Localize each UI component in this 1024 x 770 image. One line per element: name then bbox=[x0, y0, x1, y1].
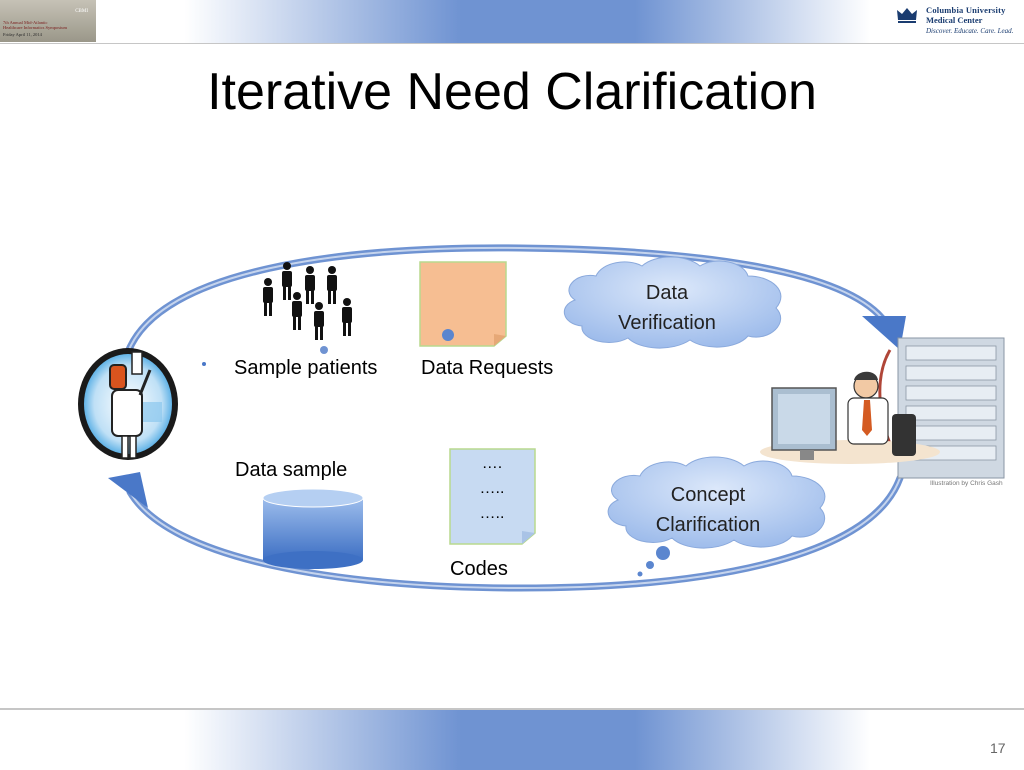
data-requests-label: Data Requests bbox=[421, 357, 554, 379]
codes-note-line2: ….. bbox=[479, 480, 505, 497]
codes-label: Codes bbox=[450, 558, 508, 580]
concept-clarification-text: Concept Clarification bbox=[628, 480, 788, 540]
illustration-credit: Illustration by Chris Gash bbox=[930, 480, 1003, 487]
data-verification-cloud bbox=[563, 256, 782, 349]
crown-icon bbox=[897, 8, 917, 23]
concept-clarification-cloud bbox=[607, 456, 826, 577]
scientist-illustration bbox=[78, 348, 178, 460]
data-sample-label: Data sample bbox=[235, 459, 348, 481]
columbia-tagline: Discover. Educate. Care. Lead. bbox=[926, 27, 1014, 35]
data-verification-line2: Verification bbox=[618, 312, 716, 334]
symposium-org: CBMI bbox=[75, 9, 88, 14]
data-requests-note bbox=[419, 261, 507, 347]
bullet-dot bbox=[202, 362, 206, 366]
data-sample-cylinder bbox=[262, 488, 364, 569]
columbia-name-line1: Columbia University bbox=[926, 5, 1006, 15]
codes-note bbox=[449, 448, 536, 545]
columbia-name-line2: Medical Center bbox=[926, 15, 983, 25]
data-verification-text: Data Verification bbox=[592, 278, 742, 338]
concept-clarification-line2: Clarification bbox=[655, 514, 761, 536]
columbia-logo: Columbia University Medical Center Disco… bbox=[892, 2, 1022, 38]
header-band bbox=[0, 0, 1024, 44]
sample-patients-label: Sample patients bbox=[234, 357, 378, 379]
symposium-date: Friday April 11, 2014 bbox=[3, 32, 42, 37]
data-verification-line1: Data bbox=[645, 282, 689, 304]
concept-clarification-line1: Concept bbox=[670, 484, 746, 506]
page-number: 17 bbox=[990, 740, 1006, 756]
codes-note-text: …. ….. ….. bbox=[455, 451, 529, 526]
slide-title: Iterative Need Clarification bbox=[207, 63, 817, 121]
analyst-illustration bbox=[760, 337, 1005, 479]
people-dot bbox=[320, 346, 328, 354]
codes-note-line3: ….. bbox=[479, 505, 505, 522]
symposium-logo: CBMI 7th Annual Mid-Atlantic Healthcare … bbox=[0, 0, 96, 42]
footer-band bbox=[0, 708, 1024, 770]
codes-note-line1: …. bbox=[481, 455, 503, 472]
top-arrowhead bbox=[862, 316, 906, 350]
symposium-title: 7th Annual Mid-Atlantic Healthcare Infor… bbox=[3, 20, 67, 30]
people-icon bbox=[263, 262, 352, 340]
bottom-arrowhead bbox=[108, 472, 148, 508]
